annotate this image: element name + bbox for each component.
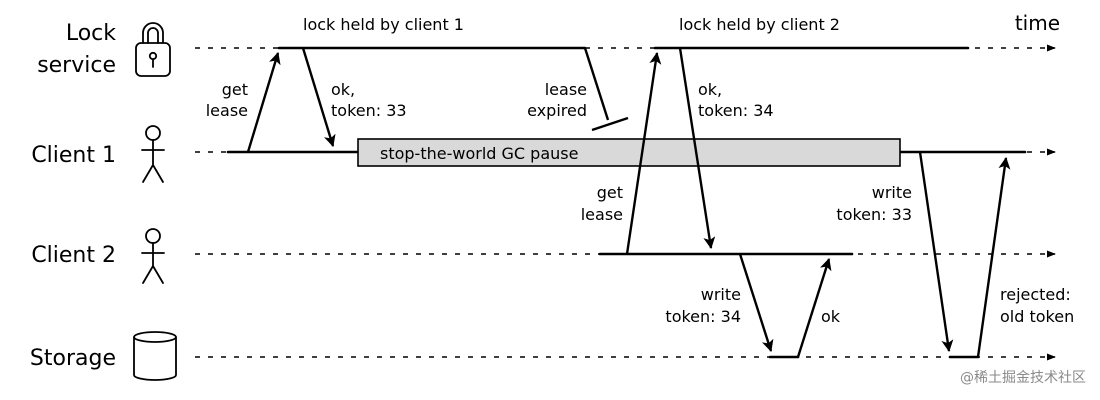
lane-label-lock-service: Lock — [66, 21, 116, 46]
lane-label-lock-service-line2: service — [37, 53, 116, 78]
gc-pause-label: stop-the-world GC pause — [380, 144, 578, 163]
label-c1-write-token: token: 33 — [836, 205, 912, 224]
lane-label-client1: Client 1 — [31, 143, 116, 168]
watermark: @稀土掘金技术社区 — [960, 370, 1086, 386]
padlock-icon — [135, 22, 171, 77]
timelines — [195, 44, 1056, 361]
arrow-ok-token33 — [301, 47, 336, 147]
label-c2-lease: lease — [581, 205, 623, 224]
label-ok-34: ok, — [698, 80, 722, 99]
label-ok-33: ok, — [331, 80, 355, 99]
arrow-c2-write — [738, 253, 774, 352]
lane-label-storage: Storage — [30, 346, 116, 371]
label-c1-write: write — [872, 183, 912, 202]
lease-expired-cross — [591, 116, 629, 132]
label-c2-write-token: token: 34 — [665, 307, 741, 326]
gc-pause-box: stop-the-world GC pause — [357, 138, 901, 167]
label-c1-get: get — [222, 80, 248, 99]
label-token-34: token: 34 — [698, 101, 774, 120]
arrow-c1-get-lease — [246, 52, 281, 153]
label-c2-get: get — [597, 183, 623, 202]
arrow-c1-write — [918, 151, 954, 352]
arrow-storage-ok — [796, 258, 832, 358]
time-label: time — [1015, 11, 1060, 35]
person-icon-client1 — [141, 125, 165, 183]
person-icon-client2 — [141, 228, 165, 284]
label-rejected: rejected: — [1000, 285, 1071, 304]
label-storage-ok: ok — [821, 307, 841, 326]
arrow-storage-rejected — [976, 157, 1011, 358]
arrow-ok-token34 — [678, 47, 716, 249]
label-expired: expired — [527, 101, 587, 120]
lane-label-client2: Client 2 — [31, 243, 116, 268]
messages — [246, 47, 1011, 358]
label-token-33: token: 33 — [331, 101, 407, 120]
arrow-c2-get-lease — [625, 52, 662, 255]
label-lock-held-client1: lock held by client 1 — [303, 15, 464, 34]
lease-expiry-line — [583, 47, 610, 121]
database-icon — [133, 331, 177, 381]
label-lease: lease — [545, 80, 587, 99]
label-c2-write: write — [701, 285, 741, 304]
label-c1-lease: lease — [206, 101, 248, 120]
label-lock-held-client2: lock held by client 2 — [679, 15, 840, 34]
label-old-token: old token — [1000, 307, 1074, 326]
